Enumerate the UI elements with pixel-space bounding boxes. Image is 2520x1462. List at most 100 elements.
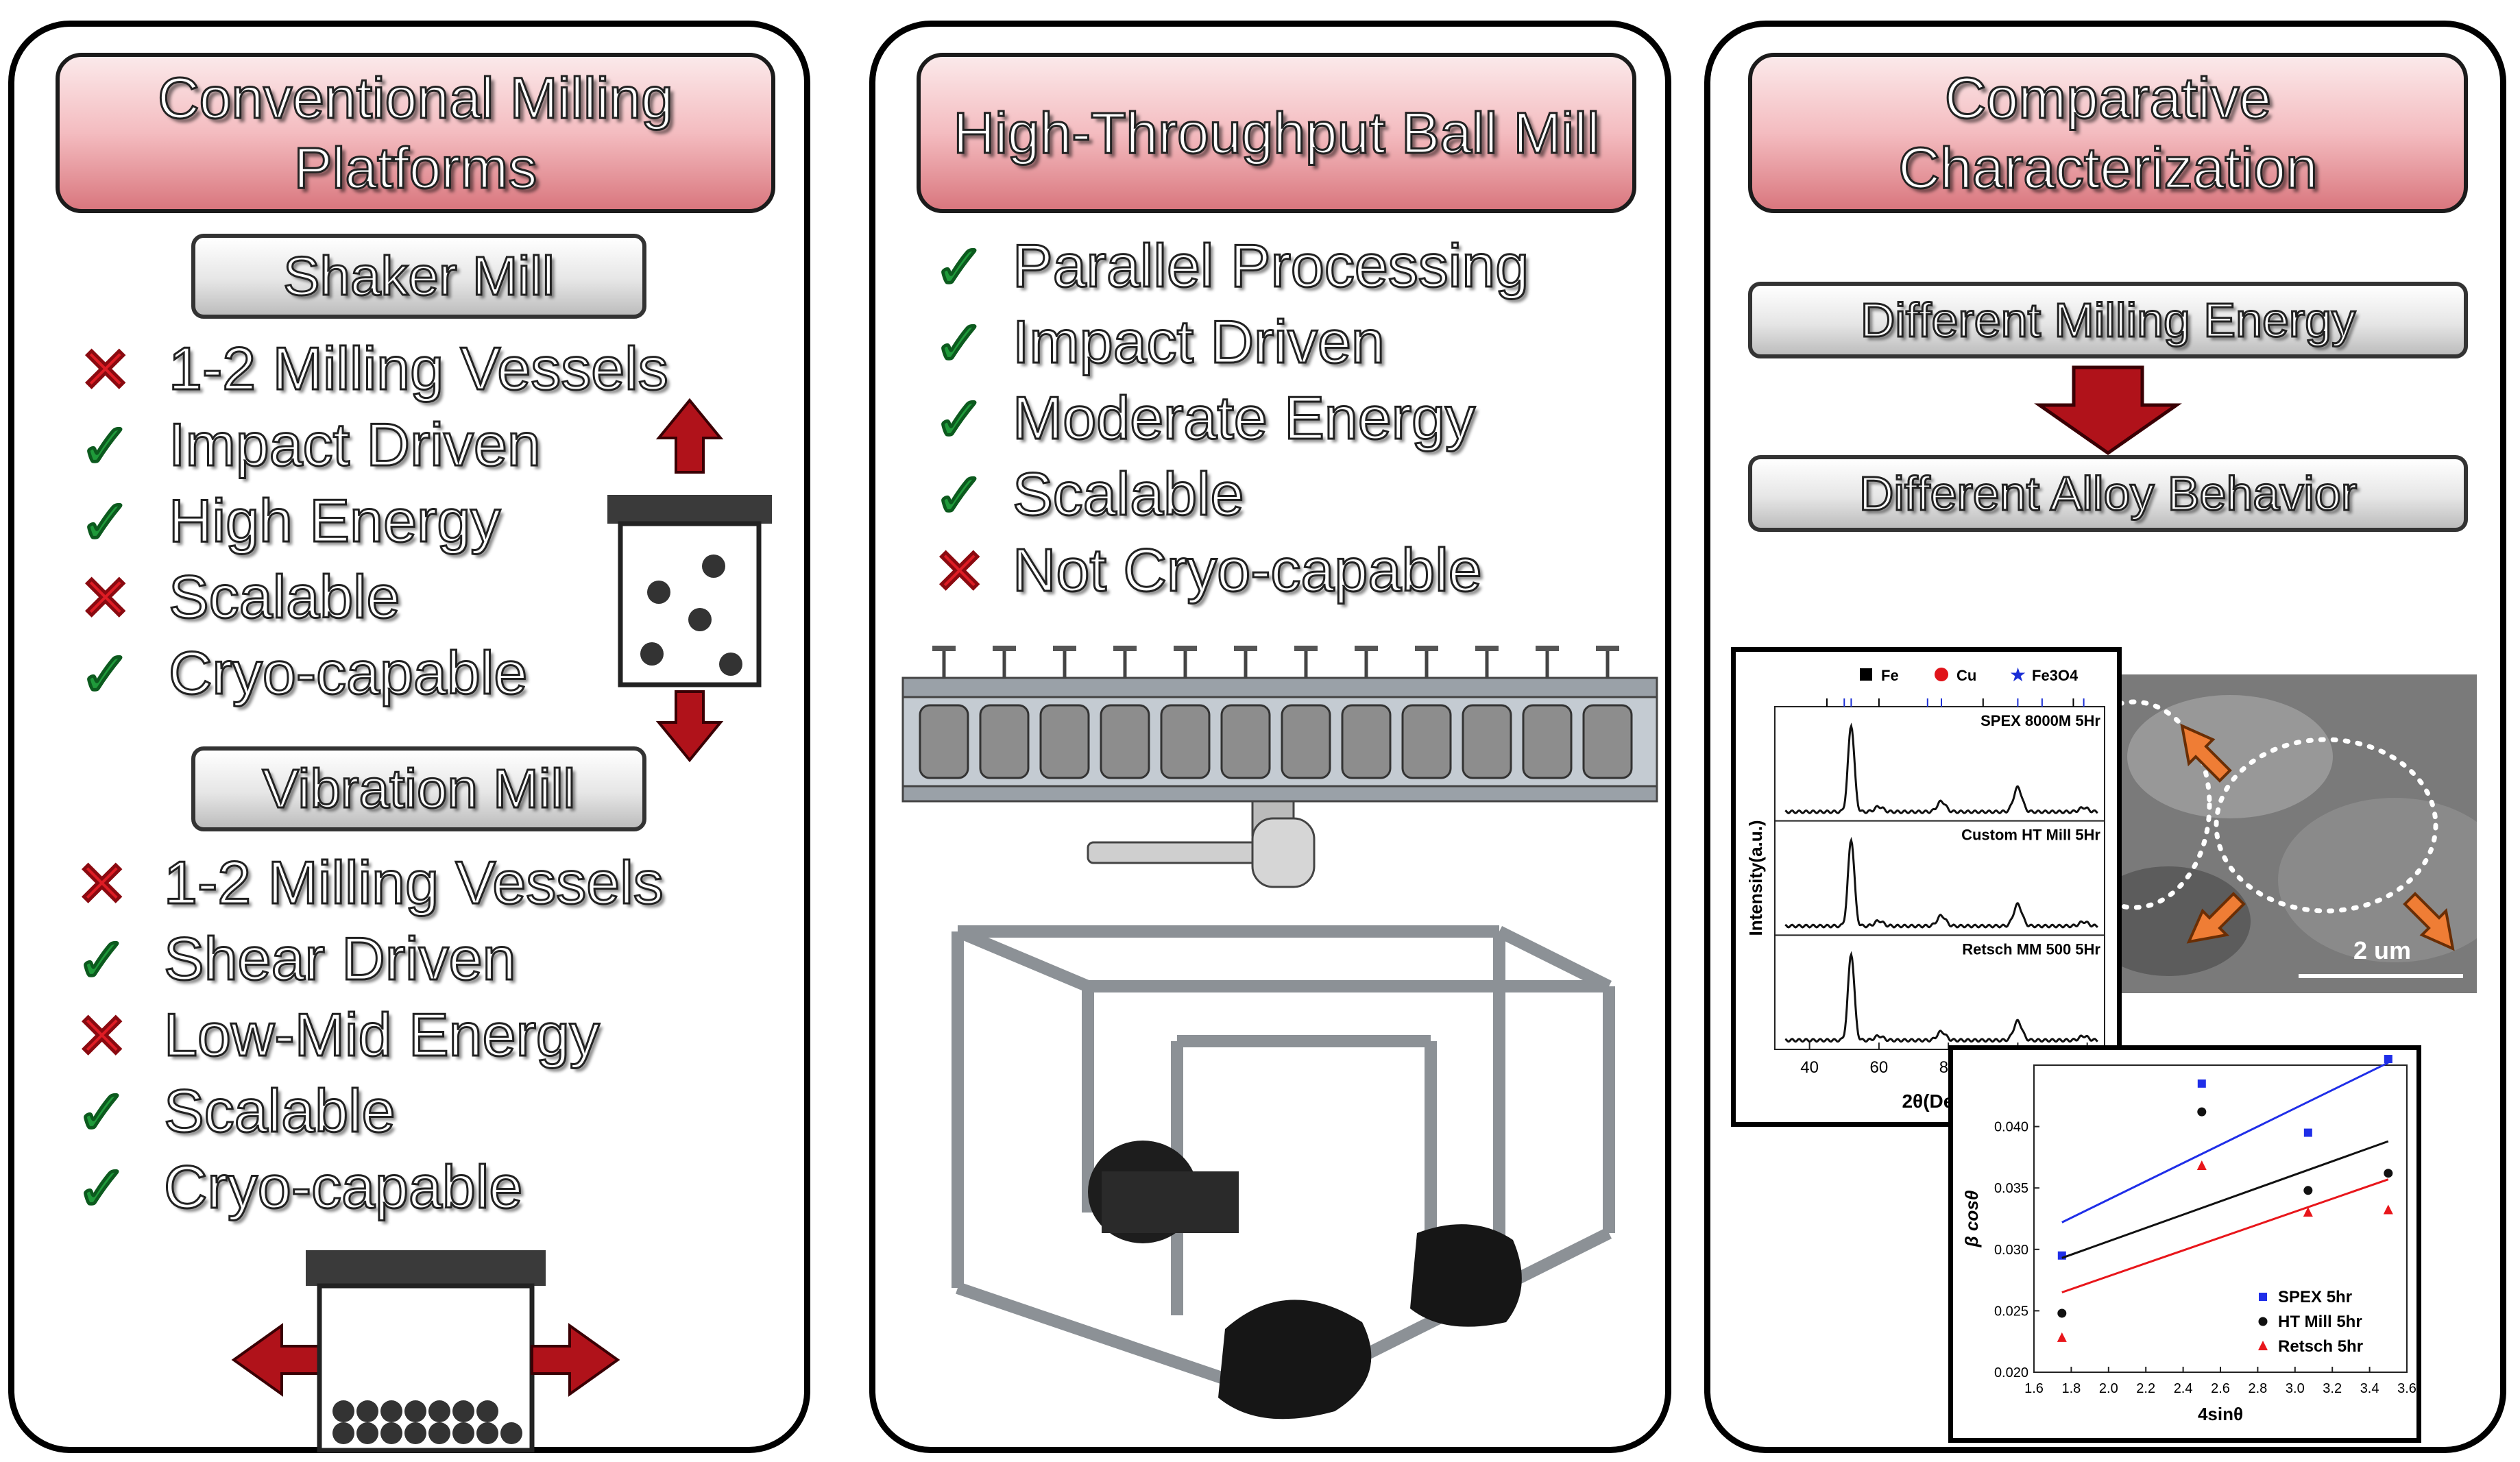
data-point	[2303, 1128, 2312, 1137]
vial-icon	[1160, 704, 1211, 779]
y-tick-label: 0.020	[1994, 1365, 2028, 1380]
check-icon: ✓	[79, 489, 132, 557]
vial-icon	[919, 704, 969, 779]
x-tick-label: 1.6	[2024, 1381, 2044, 1396]
data-point	[2197, 1079, 2206, 1088]
vial-icon	[1401, 704, 1452, 779]
data-point	[2384, 1169, 2393, 1178]
feature-item: Scalable	[163, 1077, 397, 1145]
check-icon: ✓	[79, 641, 132, 709]
vibration-vial	[317, 1283, 535, 1453]
y-tick-label: 0.040	[1994, 1120, 2028, 1135]
feature-item: High Energy	[167, 487, 501, 555]
cross-icon: ✕	[79, 565, 132, 633]
series-label: Retsch MM 500 5Hr	[1962, 940, 2100, 958]
panel-conventional: Conventional Milling Platforms Shaker Mi…	[8, 21, 810, 1453]
x-tick-label: 3.2	[2323, 1381, 2342, 1396]
panel-comparative: Comparative Characterization Different M…	[1704, 21, 2506, 1453]
vibration-mill-icon	[231, 1250, 620, 1453]
check-icon: ✓	[75, 1155, 128, 1223]
feature-item: Shear Driven	[163, 925, 518, 992]
x-tick-label: 3.0	[2286, 1381, 2305, 1396]
arrow-up-icon	[655, 398, 724, 474]
legend-marker	[1935, 668, 1948, 681]
check-icon: ✓	[75, 1079, 128, 1147]
data-point	[2057, 1332, 2067, 1342]
legend-marker	[2259, 1293, 2267, 1301]
legend-label: Fe	[1881, 667, 1899, 684]
check-icon: ✓	[933, 234, 986, 302]
x-tick-label: 2.6	[2211, 1381, 2230, 1396]
x-tick-label: 60	[1870, 1058, 1889, 1077]
cross-icon: ✕	[75, 851, 128, 919]
vial-icon	[1582, 704, 1633, 779]
arrow-icon	[2180, 723, 2232, 783]
arrow-down-icon	[655, 690, 724, 763]
legend-marker: ★	[2009, 664, 2026, 685]
fit-line	[2061, 1062, 2389, 1223]
flow-box-alloy-behavior: Different Alloy Behavior	[1748, 455, 2468, 532]
shaker-lid	[607, 495, 772, 524]
x-tick-label: 2.0	[2099, 1381, 2118, 1396]
feature-item: Impact Driven	[168, 411, 542, 478]
x-tick-label: 3.4	[2360, 1381, 2379, 1396]
sem-image: 2 um	[2107, 674, 2477, 993]
legend-label: Cu	[1956, 667, 1976, 684]
x-tick-label: 2.2	[2136, 1381, 2155, 1396]
y-tick-label: 0.030	[1994, 1243, 2028, 1258]
vial-icon	[1220, 704, 1271, 779]
vial-icon	[1462, 704, 1512, 779]
x-tick-label: 3.6	[2397, 1381, 2416, 1396]
check-icon: ✓	[933, 310, 986, 378]
subtitle-vibration-mill: Vibration Mill	[191, 746, 646, 831]
fit-line	[2061, 1140, 2389, 1259]
ball-mill-photo	[952, 925, 1615, 1420]
y-axis-label: Intensity(a.u.)	[1745, 820, 1766, 936]
xrd-series-line	[1784, 722, 2098, 814]
x-tick-label: 1.8	[2061, 1381, 2081, 1396]
subtitle-shaker-mill: Shaker Mill	[191, 234, 646, 319]
check-icon: ✓	[79, 413, 132, 481]
feature-item: Scalable	[168, 563, 402, 631]
cross-icon: ✕	[75, 1003, 128, 1071]
legend-label: HT Mill 5hr	[2278, 1313, 2362, 1331]
legend-marker	[2258, 1317, 2268, 1326]
feature-item: Low-Mid Energy	[163, 1001, 601, 1069]
data-point	[2196, 1160, 2207, 1170]
vial-icon	[1281, 704, 1331, 779]
y-axis-label: β cosθ	[1961, 1191, 1982, 1248]
data-point	[2384, 1055, 2392, 1064]
flow-box-milling-energy: Different Milling Energy	[1748, 282, 2468, 358]
panel-title: Comparative Characterization	[1748, 53, 2468, 213]
vibration-lid	[306, 1250, 546, 1286]
cross-icon: ✕	[933, 538, 986, 607]
series-label: SPEX 8000M 5Hr	[1980, 712, 2100, 729]
feature-item: Moderate Energy	[1011, 384, 1476, 452]
ball-mill-cad-icon	[901, 646, 1658, 888]
arrow-down-icon	[2034, 365, 2182, 456]
y-tick-label: 0.035	[1994, 1181, 2028, 1196]
vial-icon	[1522, 704, 1573, 779]
feature-item: Scalable	[1012, 460, 1246, 528]
legend-marker	[2258, 1341, 2268, 1350]
data-point	[2383, 1204, 2393, 1215]
fit-line	[2061, 1178, 2389, 1293]
legend-label: SPEX 5hr	[2278, 1288, 2352, 1306]
cross-icon: ✕	[79, 337, 132, 405]
x-tick-label: 40	[1800, 1058, 1819, 1077]
arrow-icon	[2186, 892, 2246, 944]
data-point	[2057, 1308, 2067, 1318]
y-tick-label: 0.025	[1994, 1304, 2028, 1319]
vial-icon	[1100, 704, 1150, 779]
check-icon: ✓	[75, 927, 128, 995]
series-label: Custom HT Mill 5Hr	[1961, 827, 2100, 844]
feature-item: Impact Driven	[1012, 308, 1386, 376]
legend-label: Retsch 5hr	[2278, 1337, 2363, 1356]
arrow-right-icon	[531, 1323, 620, 1397]
feature-item: Cryo-capable	[167, 639, 528, 707]
vial-icon	[1341, 704, 1392, 779]
panel-title: High-Throughput Ball Mill	[917, 53, 1636, 213]
feature-item: Parallel Processing	[1011, 232, 1529, 300]
check-icon: ✓	[933, 386, 986, 454]
xrd-series-line	[1784, 951, 2098, 1043]
